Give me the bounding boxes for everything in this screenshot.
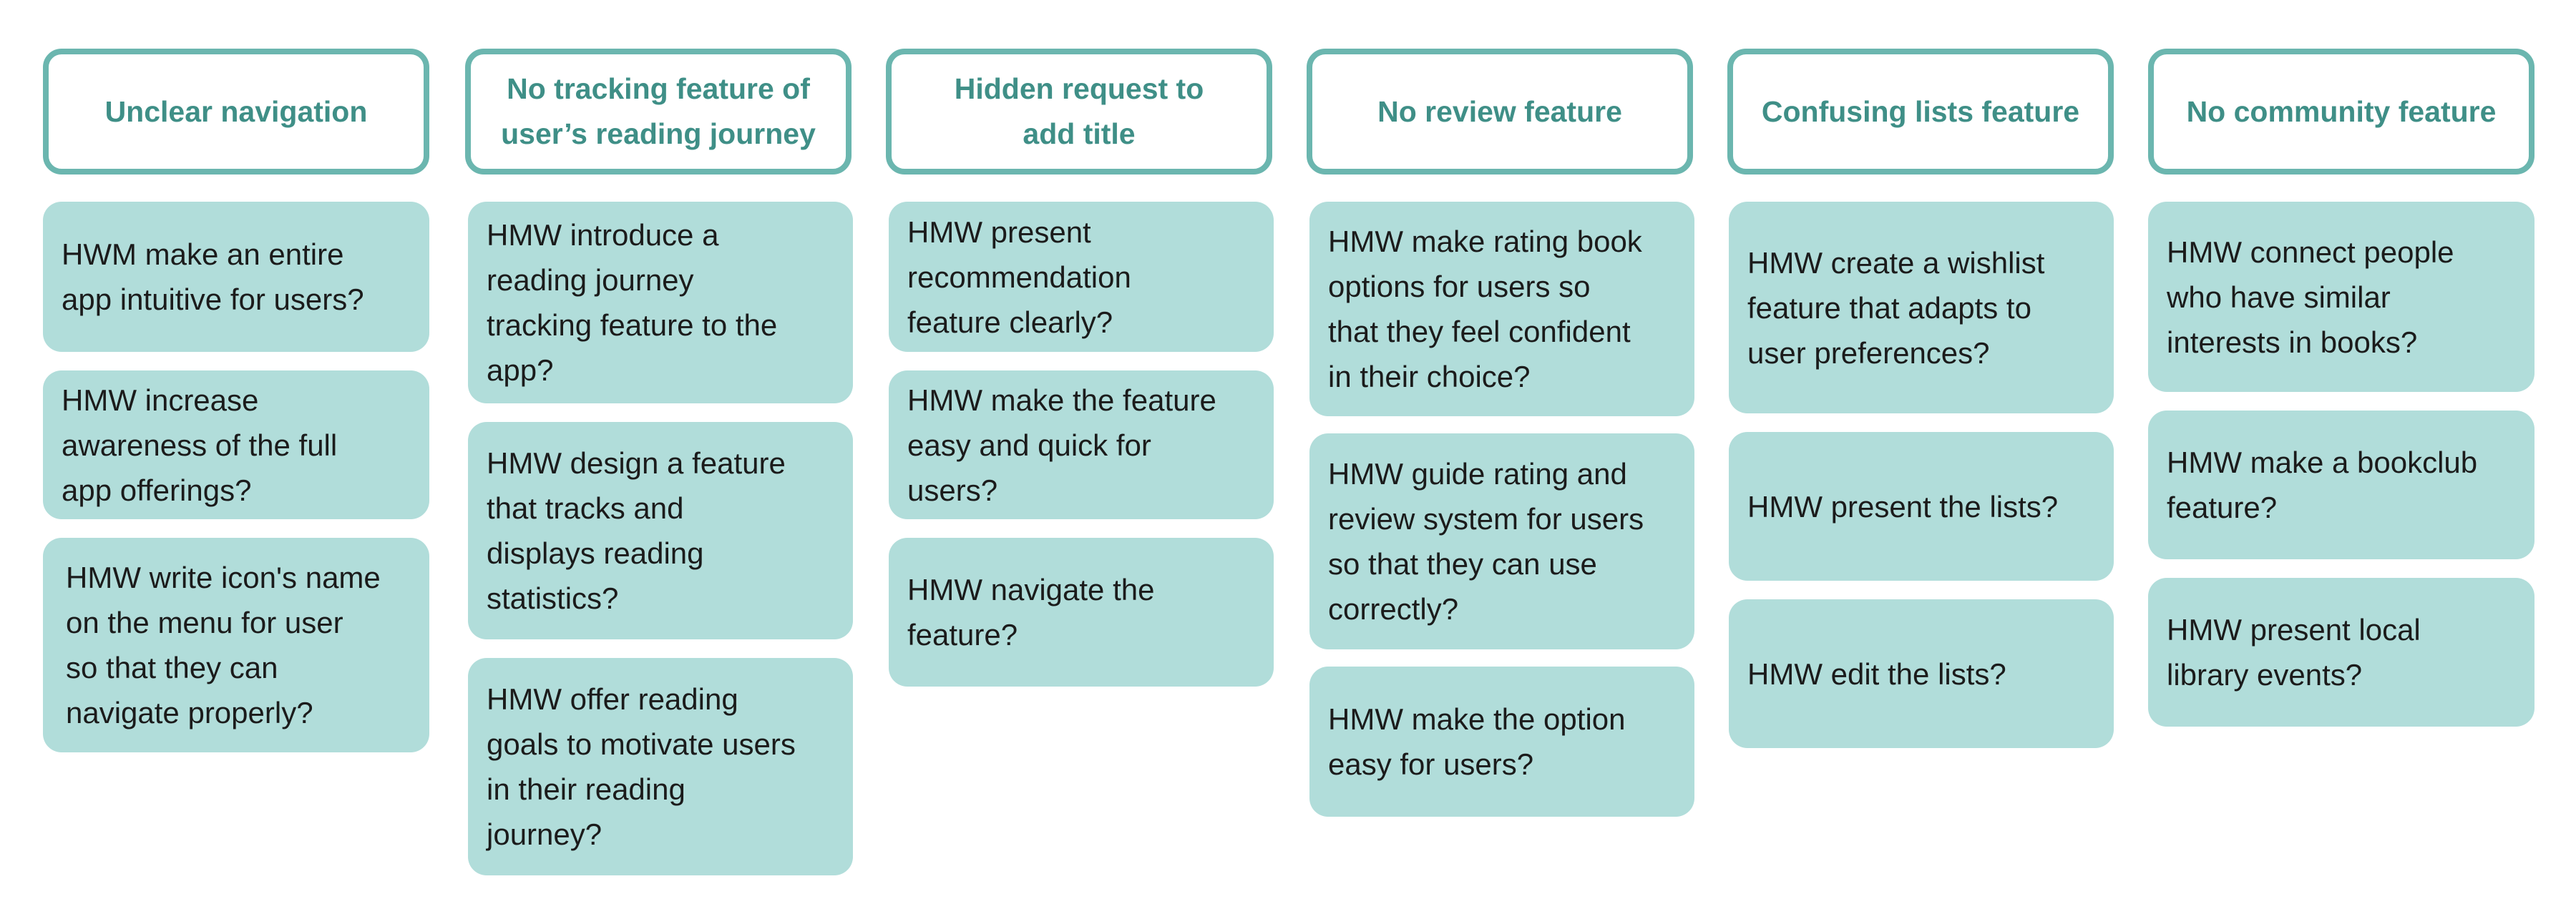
hmw-card-text: HMW design a feature that tracks and dis… [487, 446, 786, 615]
hmw-card-text: HMW make the feature easy and quick for … [907, 383, 1216, 507]
hmw-card-text: HMW make a bookclub feature? [2167, 446, 2478, 524]
column-header: Confusing lists feature [1727, 49, 2114, 175]
column-header-label: Confusing lists feature [1761, 94, 2080, 128]
hmw-card-text: HMW write icon's name on the menu for us… [66, 561, 381, 729]
hmw-card: HWM make an entire app intuitive for use… [43, 202, 429, 352]
column-header: No tracking feature of user’s reading jo… [465, 49, 852, 175]
hmw-card-text: HMW make rating book options for users s… [1328, 225, 1642, 393]
column-hidden-request: Hidden request to add title HMW present … [886, 0, 1274, 914]
hmw-card: HMW present the lists? [1729, 432, 2114, 581]
column-no-tracking-feature: No tracking feature of user’s reading jo… [465, 0, 853, 914]
column-header-label: No tracking feature of user’s reading jo… [501, 72, 816, 150]
hmw-card-text: HMW guide rating and review system for u… [1328, 457, 1644, 626]
column-header: No review feature [1307, 49, 1693, 175]
column-header: Hidden request to add title [886, 49, 1272, 175]
hmw-card: HMW edit the lists? [1729, 599, 2114, 748]
hmw-card-text: HMW create a wishlist feature that adapt… [1747, 245, 2045, 370]
column-header: No community feature [2148, 49, 2534, 175]
hmw-card: HMW make a bookclub feature? [2148, 411, 2534, 559]
hmw-card-text: HMW present local library events? [2167, 613, 2421, 692]
hmw-card: HMW present local library events? [2148, 578, 2534, 727]
hmw-card-text: HMW offer reading goals to motivate user… [487, 682, 796, 851]
hmw-card-text: HMW increase awareness of the full app o… [62, 383, 338, 507]
column-no-community-feature: No community feature HMW connect people … [2148, 0, 2534, 914]
hmw-card: HMW design a feature that tracks and dis… [468, 422, 853, 639]
hmw-card-text: HMW present the lists? [1747, 489, 2059, 524]
hmw-card: HMW make the feature easy and quick for … [889, 370, 1274, 519]
column-header: Unclear navigation [43, 49, 429, 175]
hmw-card: HMW navigate the feature? [889, 538, 1274, 687]
hmw-card: HMW write icon's name on the menu for us… [43, 538, 429, 752]
hmw-card: HMW guide rating and review system for u… [1309, 433, 1694, 649]
hmw-card-text: HMW navigate the feature? [907, 573, 1155, 652]
hmw-card-text: HWM make an entire app intuitive for use… [62, 237, 364, 316]
column-header-label: Hidden request to add title [954, 72, 1204, 150]
hmw-card-text: HMW edit the lists? [1747, 657, 2006, 691]
hmw-card: HMW introduce a reading journey tracking… [468, 202, 853, 403]
hmw-card-text: HMW present recommendation feature clear… [907, 215, 1131, 339]
hmw-card-text: HMW introduce a reading journey tracking… [487, 218, 778, 387]
hmw-card: HMW increase awareness of the full app o… [43, 370, 429, 519]
hmw-card: HMW create a wishlist feature that adapt… [1729, 202, 2114, 413]
column-no-review-feature: No review feature HMW make rating book o… [1307, 0, 1694, 914]
hmw-card: HMW offer reading goals to motivate user… [468, 658, 853, 875]
column-header-label: No review feature [1377, 94, 1622, 128]
hmw-card: HMW make rating book options for users s… [1309, 202, 1694, 416]
column-header-label: Unclear navigation [104, 94, 368, 128]
hmw-card-text: HMW make the option easy for users? [1328, 702, 1626, 781]
hmw-card: HMW present recommendation feature clear… [889, 202, 1274, 352]
column-header-label: No community feature [2186, 94, 2497, 128]
hmw-card-text: HMW connect people who have similar inte… [2167, 235, 2454, 359]
column-confusing-lists: Confusing lists feature HMW create a wis… [1727, 0, 2114, 914]
column-unclear-navigation: Unclear navigation HWM make an entire ap… [43, 0, 429, 914]
hmw-card: HMW connect people who have similar inte… [2148, 202, 2534, 392]
hmw-card: HMW make the option easy for users? [1309, 667, 1694, 817]
